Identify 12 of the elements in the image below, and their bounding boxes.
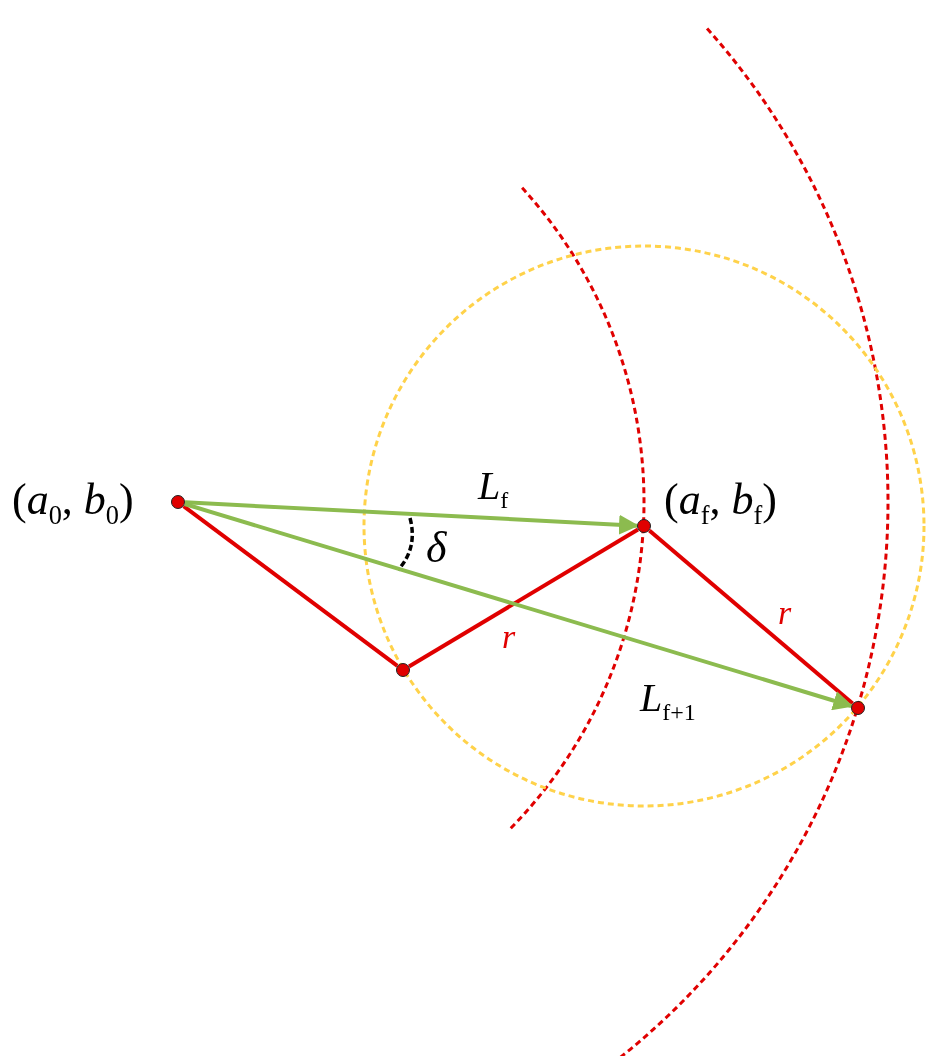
line [182,504,399,668]
line [648,529,854,705]
angle-label: δ [426,526,447,570]
arrow [184,502,854,711]
point-marker [171,495,185,509]
coordinate-label: (a$_{0}$, b$_{0}$) [12,478,134,529]
point-marker [851,701,865,715]
coordinate-label: (a$_{f}$, b$_{f}$) [664,478,777,529]
point-marker [637,519,651,533]
arrow [184,500,639,535]
point-marker [396,663,410,677]
line [408,527,639,669]
